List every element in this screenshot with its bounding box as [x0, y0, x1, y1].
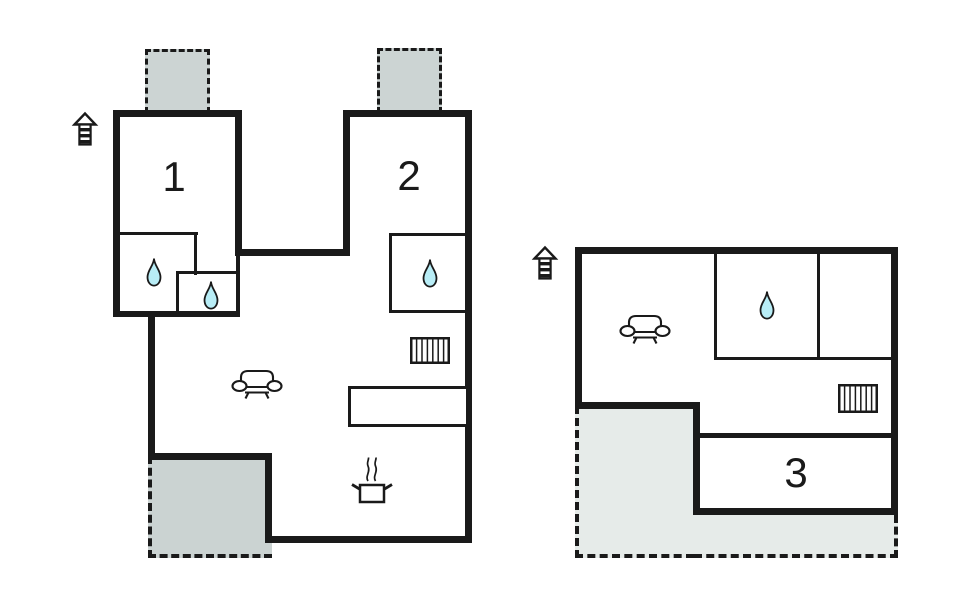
water-drop-icon	[422, 259, 438, 288]
wall	[268, 536, 472, 543]
wall	[148, 311, 155, 460]
terrace-area	[575, 406, 694, 558]
wall	[235, 249, 350, 256]
wall	[575, 247, 582, 408]
stove-icon	[351, 457, 393, 504]
wall-partition	[817, 252, 820, 360]
wall-partition	[714, 252, 717, 360]
wall	[113, 110, 120, 317]
wall-partition	[194, 232, 197, 275]
sofa-icon	[231, 369, 283, 399]
room-1-label: 1	[162, 153, 186, 201]
wall	[343, 110, 472, 117]
wall	[235, 110, 242, 256]
radiator-icon	[410, 337, 450, 364]
radiator-icon	[838, 384, 878, 413]
terrace-area	[148, 456, 272, 558]
entrance-icon	[531, 245, 559, 280]
wall	[693, 402, 700, 515]
wall-partition	[389, 233, 392, 313]
wall	[343, 110, 350, 256]
wall	[693, 433, 898, 438]
wall	[465, 110, 472, 543]
water-drop-icon	[146, 258, 162, 287]
sofa-icon	[619, 314, 671, 344]
wall-partition	[236, 254, 240, 314]
wall	[575, 247, 898, 254]
wall-partition	[389, 310, 472, 313]
water-drop-icon	[203, 281, 219, 310]
counter	[348, 386, 469, 427]
wall-partition	[113, 232, 198, 235]
water-drop-icon	[759, 291, 775, 320]
wall-partition	[714, 357, 898, 360]
wall	[575, 402, 700, 409]
wall	[265, 455, 272, 543]
wall-partition	[389, 233, 472, 236]
wall-partition	[176, 271, 179, 315]
wall	[113, 110, 242, 117]
chimney-area	[145, 49, 210, 113]
wall	[693, 508, 898, 515]
wall	[148, 453, 272, 460]
entrance-icon	[71, 111, 99, 146]
wall-partition	[176, 271, 240, 274]
chimney-area	[377, 48, 442, 113]
room-2-label: 2	[397, 152, 421, 200]
wall	[891, 247, 898, 515]
terrace-area	[694, 515, 898, 558]
room-3-label: 3	[784, 449, 808, 497]
